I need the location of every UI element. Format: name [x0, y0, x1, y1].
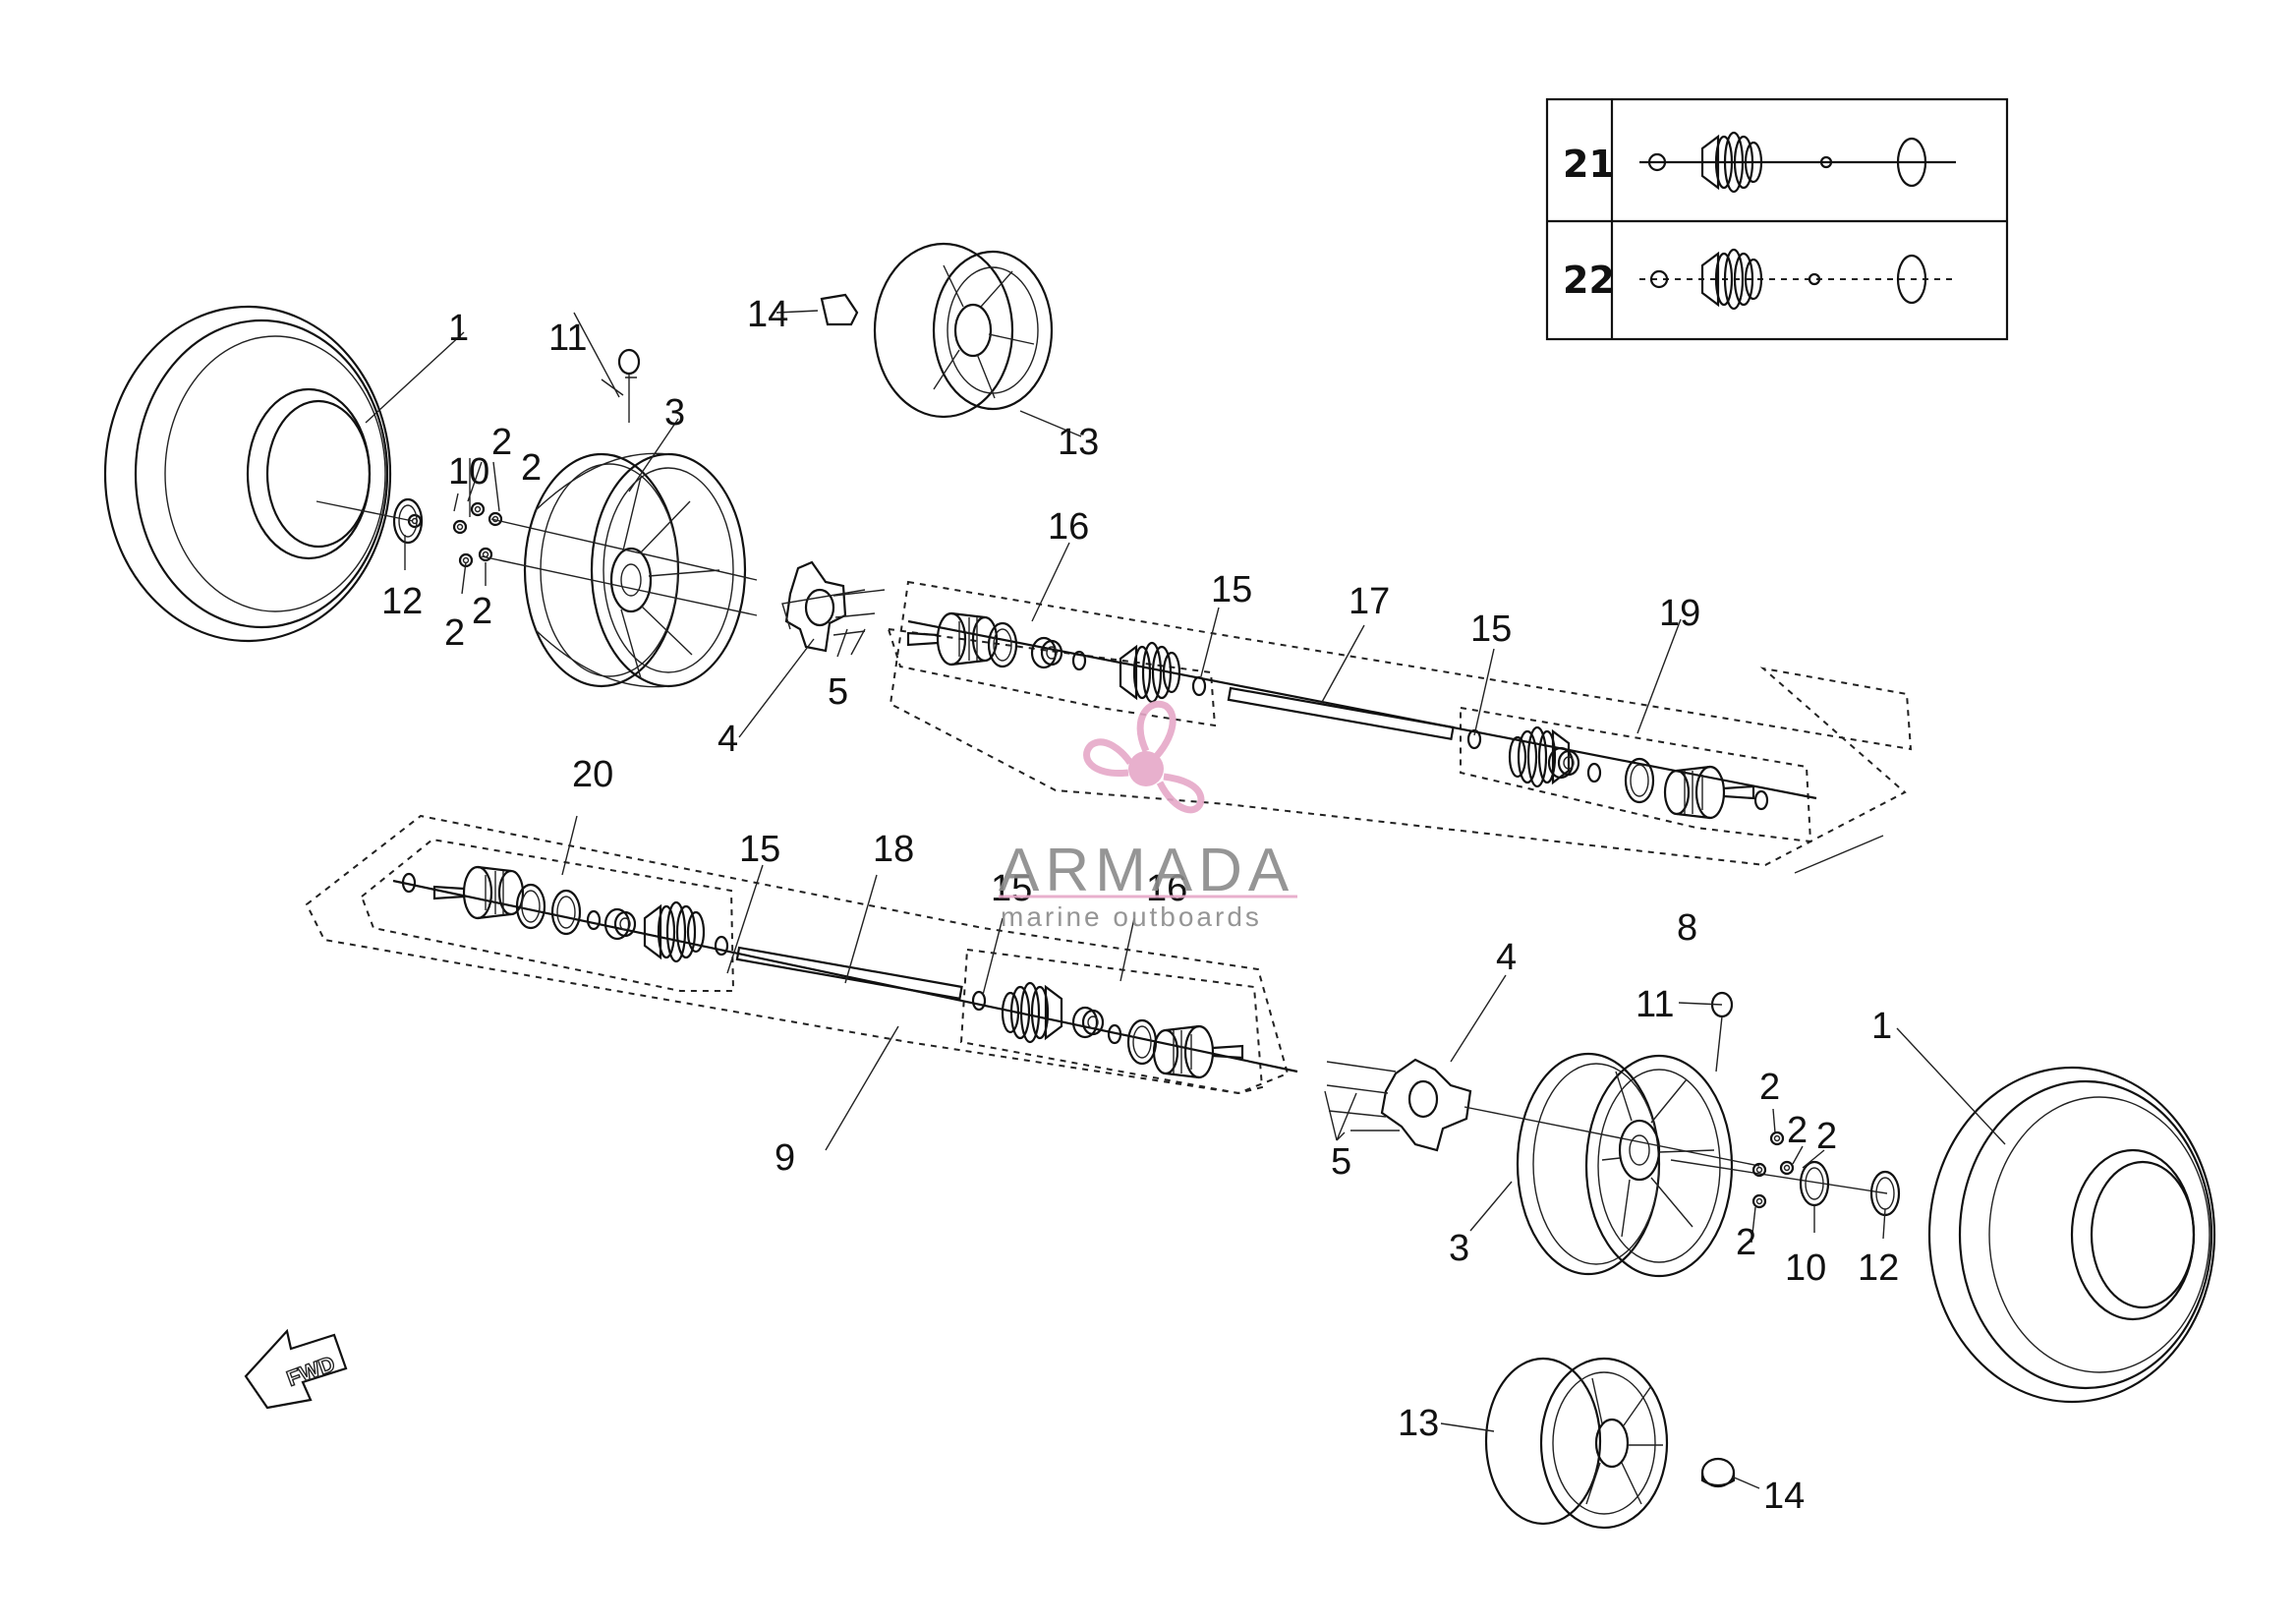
callout-12: 12 — [381, 581, 423, 622]
callout-2: 2 — [1816, 1116, 1837, 1157]
callout-13: 13 — [1058, 422, 1099, 463]
callout-2: 2 — [521, 447, 542, 489]
forward-direction-arrow: FWD — [244, 1328, 348, 1410]
watermark: ARMADA marine outboards — [999, 700, 1297, 932]
callout-15: 15 — [1470, 609, 1512, 650]
callout-12: 12 — [1858, 1247, 1899, 1289]
key-row-21-symbol — [1639, 131, 1956, 194]
callout-9: 9 — [775, 1137, 795, 1179]
fwd-label: FWD — [283, 1351, 338, 1391]
assembly-outline-8 — [889, 580, 1913, 867]
callout-11: 11 — [548, 318, 587, 359]
leader-lines — [365, 310, 2006, 1489]
callout-5: 5 — [1331, 1141, 1351, 1183]
spare-rim-lower — [1484, 1357, 1669, 1530]
callout-1: 1 — [1871, 1006, 1892, 1047]
callout-15: 15 — [1211, 569, 1252, 610]
tire-upper-left — [103, 305, 392, 643]
callout-8: 8 — [1677, 907, 1697, 949]
tire-lower-right — [1927, 1066, 2216, 1404]
upper-drive-shaft — [906, 611, 1817, 820]
assembly-outline-19 — [1460, 706, 1812, 843]
watermark-brand: ARMADA — [999, 837, 1294, 904]
rim-lower-right — [1516, 1052, 1734, 1278]
hub-cap-upper — [820, 293, 859, 326]
callout-4: 4 — [1496, 937, 1517, 978]
callout-2: 2 — [1787, 1110, 1808, 1151]
callout-1: 1 — [448, 308, 469, 349]
key-row-22-symbol — [1639, 248, 1956, 311]
callout-2: 2 — [1759, 1067, 1780, 1108]
hub-cap-lower — [1700, 1457, 1736, 1488]
key-row-22-label: 22 — [1563, 259, 1615, 302]
hub-flange-lower — [1326, 1058, 1472, 1152]
key-table: 21 22 — [1545, 97, 2009, 341]
callout-20: 20 — [572, 754, 613, 795]
callout-11: 11 — [1636, 984, 1674, 1025]
callout-labels: 1 11 3 10 2 2 12 2 2 4 5 14 13 16 15 17 … — [381, 294, 1899, 1517]
callout-18: 18 — [873, 829, 914, 870]
key-row-21-label: 21 — [1563, 143, 1615, 186]
callout-3: 3 — [1449, 1228, 1469, 1269]
callout-15: 15 — [739, 829, 780, 870]
watermark-tagline: marine outboards — [1001, 901, 1262, 932]
callout-2: 2 — [1736, 1222, 1756, 1263]
callout-16: 16 — [1146, 868, 1187, 909]
hub-flange-upper — [784, 560, 886, 653]
callout-5: 5 — [828, 671, 848, 713]
assembly-outline-16-lower — [959, 948, 1264, 1095]
callout-19: 19 — [1659, 593, 1700, 634]
callout-14: 14 — [1763, 1476, 1805, 1517]
callout-2: 2 — [444, 612, 465, 654]
assembly-outline-9 — [305, 814, 1290, 1095]
assembly-outline-20 — [360, 838, 735, 992]
callout-14: 14 — [747, 294, 788, 335]
callout-10: 10 — [448, 451, 489, 493]
callout-15: 15 — [991, 868, 1032, 909]
callout-4: 4 — [718, 719, 738, 760]
callout-17: 17 — [1349, 581, 1390, 622]
callout-2: 2 — [472, 591, 492, 632]
callout-10: 10 — [1785, 1247, 1826, 1289]
callout-16: 16 — [1048, 506, 1089, 548]
callout-2: 2 — [491, 422, 512, 463]
callout-3: 3 — [664, 392, 685, 434]
spare-rim-upper — [873, 242, 1054, 419]
propeller-logo-icon — [1083, 700, 1205, 814]
callout-13: 13 — [1398, 1403, 1439, 1444]
